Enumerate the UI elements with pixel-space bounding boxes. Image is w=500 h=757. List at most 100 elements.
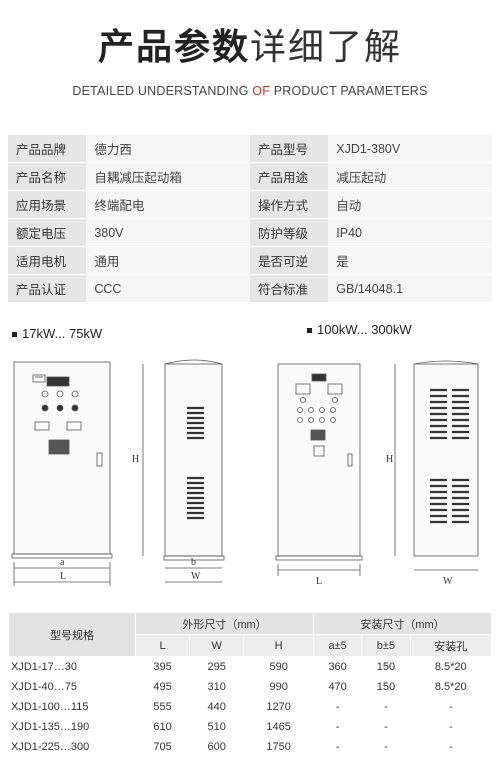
- dim-label-b: b: [191, 557, 196, 568]
- value-cell: 610: [134, 716, 191, 737]
- dim-label-H: H: [132, 454, 139, 465]
- subtitle-accent: OF: [252, 84, 271, 98]
- value-cell: -: [409, 696, 493, 717]
- spec-row: 产品名称自耦减压起动箱产品用途减压起动: [8, 162, 492, 191]
- spec-key: 防护等级: [249, 218, 329, 247]
- value-cell: -: [361, 696, 411, 717]
- dim-col-header: 安装孔: [409, 634, 493, 657]
- small-front-view: [11, 361, 113, 559]
- model-cell: XJD1-225…300: [8, 736, 136, 757]
- dim-col-header: W: [189, 634, 245, 657]
- spec-key: 产品名称: [8, 162, 87, 191]
- dim-label-L2: L: [316, 576, 322, 587]
- spec-value: 减压起动: [328, 162, 492, 191]
- large-side-view: [394, 360, 479, 571]
- value-cell: 395: [134, 656, 191, 677]
- dim-col-header: a±5: [312, 634, 363, 657]
- spec-row: 应用场景终端配电操作方式自动: [8, 190, 492, 219]
- spec-key: 应用场景: [8, 190, 87, 219]
- spec-value: 终端配电: [86, 190, 250, 219]
- dim-label-L: L: [60, 571, 66, 582]
- spec-key: 产品认证: [8, 274, 87, 303]
- model-label-large: 100kW... 300kW: [307, 322, 412, 337]
- value-cell: 510: [189, 716, 245, 737]
- spec-key: 操作方式: [249, 190, 329, 219]
- page-title: 产品参数详细了解: [0, 26, 500, 70]
- spec-key: 额定电压: [8, 218, 87, 247]
- value-cell: 8.5*20: [409, 676, 493, 697]
- spec-value: 通用: [86, 246, 250, 275]
- value-cell: 150: [361, 676, 411, 697]
- value-cell: -: [312, 696, 363, 717]
- value-cell: 1270: [243, 696, 314, 717]
- value-cell: 8.5*20: [409, 656, 493, 677]
- spec-value: 自动: [328, 190, 492, 219]
- dim-col-header: b±5: [361, 634, 411, 657]
- value-cell: 310: [189, 676, 245, 697]
- title-light: 详细了解: [250, 27, 403, 68]
- spec-key: 是否可逆: [249, 246, 329, 275]
- spec-value: XJD1-380V: [328, 135, 492, 163]
- spec-key: 产品型号: [249, 135, 329, 163]
- value-cell: 440: [189, 696, 245, 717]
- cabinet-drawing: a L H b W L H W: [11, 359, 479, 587]
- small-side-view: [142, 359, 225, 583]
- value-cell: -: [409, 716, 493, 737]
- value-cell: 555: [134, 696, 191, 717]
- bullet-icon: [12, 332, 17, 338]
- value-cell: 1465: [243, 716, 314, 737]
- model-range-small: 17kW... 75kW: [22, 326, 103, 341]
- large-front-view: [275, 363, 363, 561]
- value-cell: 295: [189, 656, 245, 677]
- value-cell: -: [312, 716, 363, 737]
- dim-label-W2: W: [443, 576, 453, 587]
- group-outline: 外形尺寸（mm）: [135, 612, 314, 635]
- value-cell: 590: [243, 656, 314, 677]
- value-cell: 990: [243, 676, 314, 697]
- spec-value: 是: [328, 246, 492, 275]
- dim-label-a: a: [60, 557, 65, 568]
- col-model: 型号规格: [8, 612, 136, 657]
- value-cell: 150: [361, 656, 411, 677]
- spec-value: 德力西: [86, 135, 250, 163]
- model-cell: XJD1-135…190: [8, 716, 136, 737]
- spec-value: 380V: [86, 218, 250, 247]
- dim-col-header: L: [134, 634, 191, 657]
- spec-key: 产品品牌: [8, 135, 87, 163]
- group-install: 安装尺寸（mm）: [312, 612, 493, 635]
- spec-value: IP40: [328, 218, 492, 247]
- model-label-small: 17kW... 75kW: [12, 326, 102, 341]
- model-cell: XJD1-40…75: [8, 676, 136, 697]
- title-bold: 产品参数: [97, 27, 250, 68]
- page-header: 产品参数详细了解 DETAILED UNDERSTANDING OF PRODU…: [0, 0, 500, 110]
- spec-value: CCC: [86, 274, 250, 303]
- spec-row: 适用电机通用是否可逆是: [8, 246, 492, 275]
- bullet-icon: [307, 328, 312, 334]
- spec-value: 自耦减压起动箱: [86, 162, 250, 191]
- value-cell: 470: [312, 676, 363, 697]
- dim-label-H2: H: [386, 454, 393, 465]
- page-subtitle: DETAILED UNDERSTANDING OF PRODUCT PARAME…: [0, 84, 500, 98]
- model-range-large: 100kW... 300kW: [317, 322, 412, 337]
- model-cell: XJD1-17…30: [8, 656, 136, 677]
- model-cell: XJD1-100…115: [8, 696, 136, 717]
- subtitle-part: PRODUCT PARAMETERS: [270, 84, 428, 98]
- value-cell: 495: [134, 676, 191, 697]
- spec-value: GB/14048.1: [328, 274, 492, 303]
- value-cell: 360: [312, 656, 363, 677]
- spec-key: 符合标准: [249, 274, 329, 303]
- dim-col-header: H: [243, 634, 314, 657]
- subtitle-part: DETAILED UNDERSTANDING: [72, 84, 253, 98]
- value-cell: -: [361, 716, 411, 737]
- spec-key: 产品用途: [249, 162, 329, 191]
